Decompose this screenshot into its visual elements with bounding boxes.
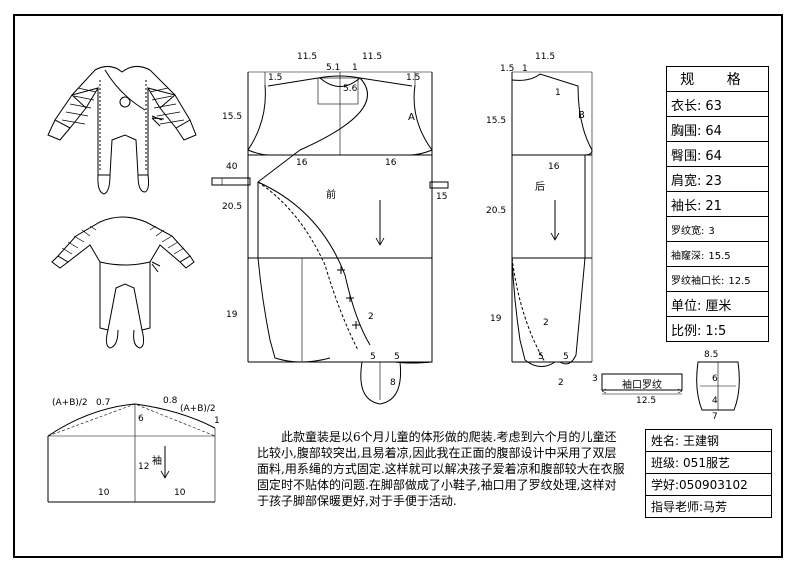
dim-sleeve-cap-1: 1	[214, 416, 220, 426]
back-sleeve-stripes	[61, 225, 185, 255]
spec-row: 袖长:21	[666, 191, 769, 217]
shoe-piece	[696, 361, 740, 411]
dim-back-foot-2: 2	[558, 378, 564, 388]
dim-shoe-4: 4	[712, 396, 718, 406]
spec-title: 规 格	[666, 66, 769, 92]
dim-sleeve-cap-right: (A+B)/2	[180, 404, 216, 414]
spec-row: 罗纹袖口长:12.5	[666, 266, 769, 292]
info-row-teacher: 指导老师:马芳	[645, 495, 772, 518]
dim-front-foot-8: 8	[390, 378, 396, 388]
dim-front-ext-right: 15	[436, 192, 448, 202]
dim-back-height-2: 20.5	[486, 206, 507, 216]
dim-sleeve-bottom-left: 10	[98, 488, 110, 498]
dim-back-leg: 2	[543, 318, 549, 328]
dim-sleeve-cap-left-extra: 0.7	[96, 398, 111, 408]
front-pattern	[211, 71, 449, 405]
cuff-rib-piece	[601, 373, 683, 395]
dim-sleeve-length: 12	[138, 462, 150, 472]
dim-sleeve-cap-right-extra: 0.8	[163, 396, 178, 406]
spec-row: 比例:1:5	[666, 316, 769, 342]
dim-sleeve-cap-height: 6	[138, 414, 144, 424]
dim-front-foot-left: 5	[370, 352, 376, 362]
sleeve-pattern	[47, 403, 216, 503]
sleeve-label: 袖	[152, 456, 162, 467]
piece-a-label: A	[408, 112, 415, 123]
info-row-name: 姓名:王建钢	[645, 429, 772, 452]
cuff-rib-label: 袖口罗纹	[622, 380, 662, 391]
dim-cuff-height: 3	[592, 374, 598, 384]
dim-back-neck-1: 1	[522, 64, 528, 74]
spec-row: 袖窿深:15.5	[666, 241, 769, 267]
front-sleeve-stripes	[61, 87, 185, 125]
drawing-frame	[13, 14, 783, 558]
dim-front-top-left: 11.5	[297, 52, 318, 62]
spec-row: 臀围:64	[666, 141, 769, 167]
dim-front-foot-right: 5	[394, 352, 400, 362]
dim-front-height-2: 20.5	[222, 202, 243, 212]
dim-back-foot-left: 5	[538, 352, 544, 362]
dim-back-height-1: 15.5	[486, 116, 507, 126]
dim-front-chest-left: 16	[296, 158, 308, 168]
dim-front-height-1: 15.5	[222, 112, 243, 122]
dim-back-neck-width: 1.5	[500, 64, 515, 74]
dim-front-chest-right: 16	[385, 158, 397, 168]
dim-back-chest: 16	[548, 162, 560, 172]
dim-front-ext-left: 40	[226, 162, 238, 172]
spec-row: 单位:厘米	[666, 291, 769, 317]
dim-back-top: 11.5	[535, 52, 556, 62]
piece-b-label: B	[578, 110, 585, 121]
back-pattern	[511, 71, 593, 367]
dim-front-shoulder-right: 1.5	[406, 73, 421, 83]
spec-row: 衣长:63	[666, 91, 769, 117]
dim-shoe-bottom: 7	[712, 412, 718, 422]
info-row-class: 班级:051服艺	[645, 451, 772, 474]
dim-back-foot-right: 5	[563, 352, 569, 362]
spec-table: 规 格 衣长:63 胸围:64 臀围:64 肩宽:23 袖长:21 罗纹宽:3 …	[666, 66, 769, 342]
dim-cuff-width: 12.5	[636, 396, 657, 406]
spec-row: 罗纹宽:3	[666, 216, 769, 242]
dim-back-shoulder: 1	[555, 88, 561, 98]
student-info-table: 姓名:王建钢 班级:051服艺 学好:050903102 指导老师:马芳	[645, 429, 772, 518]
back-view-sketch	[51, 216, 195, 349]
dim-front-foot-2: 2	[368, 312, 374, 322]
dim-sleeve-cap-left: (A+B)/2	[52, 398, 88, 408]
dim-shoe-6: 6	[712, 374, 718, 384]
dim-back-height-3: 19	[490, 314, 502, 324]
dim-front-height-3: 19	[226, 310, 238, 320]
back-label: 后	[535, 182, 545, 193]
spec-row: 肩宽:23	[666, 166, 769, 192]
dim-front-neck-width: 5.1	[326, 63, 341, 73]
spec-row: 胸围:64	[666, 116, 769, 142]
front-view-sketch	[47, 66, 197, 195]
dim-front-neck-depth: 5.6	[343, 84, 358, 94]
dim-sleeve-bottom-right: 10	[174, 488, 186, 498]
dim-front-top-right: 11.5	[362, 52, 383, 62]
front-label: 前	[326, 190, 336, 201]
dim-front-neck-1: 1	[352, 63, 358, 73]
description-text: 此款童装是以6个月儿童的体形做的爬装.考虑到六个月的儿童还比较小,腹部较突出,且…	[257, 430, 625, 508]
info-row-id: 学好:050903102	[645, 473, 772, 496]
design-description: 此款童装是以6个月儿童的体形做的爬装.考虑到六个月的儿童还比较小,腹部较突出,且…	[257, 429, 627, 509]
dim-front-shoulder-left: 1.5	[268, 73, 283, 83]
dim-shoe-top: 8.5	[704, 350, 719, 360]
